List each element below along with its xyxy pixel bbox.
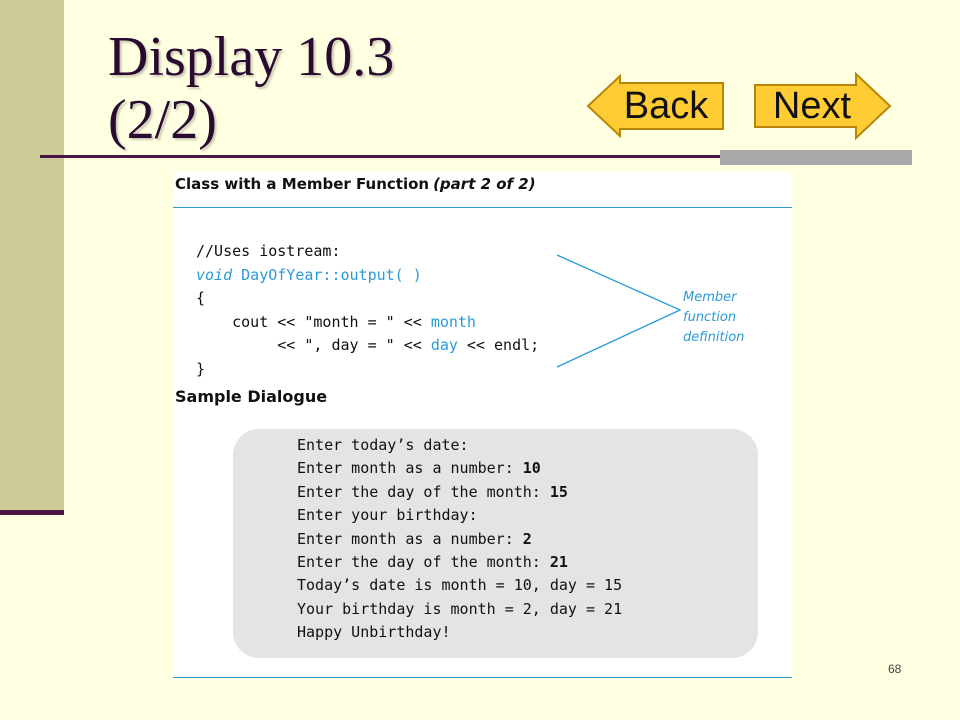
figure-caption-part: (part 2 of 2): [433, 175, 536, 193]
continuation-prefix: << ", day = " <<: [196, 336, 431, 354]
annotation-line2: definition: [683, 330, 745, 345]
back-button[interactable]: Back: [586, 74, 726, 138]
slide-title-line1: Display 10.3: [108, 26, 395, 88]
sample-dialogue: Enter today’s date: Enter month as a numb…: [297, 434, 622, 645]
cout-prefix: cout << "month = " <<: [196, 312, 431, 331]
dialogue-prompt: Enter the day of the month:: [297, 482, 550, 501]
left-accent-underline: [0, 510, 64, 515]
code-line-cout: cout << "month = " << month: [196, 311, 539, 335]
dialogue-line: Enter your birthday:: [297, 506, 478, 525]
back-button-label: Back: [623, 84, 709, 127]
code-line-open-brace: {: [196, 289, 206, 307]
dialogue-prompt: Enter the day of the month:: [297, 553, 550, 572]
endl-suffix: << endl;: [457, 336, 540, 354]
code-line-continuation: << ", day = " << day << endl;: [196, 334, 539, 358]
annotation-label: Member function definition: [683, 288, 792, 348]
dialogue-line: Today’s date is month = 10, day = 15: [297, 576, 623, 595]
slide-title: Display 10.3 (2/2): [108, 26, 394, 151]
code-line-header: void DayOfYear::output( ): [196, 264, 539, 288]
code-listing: //Uses iostream:void DayOfYear::output( …: [196, 240, 539, 381]
figure-caption-title: Class with a Member Function: [175, 175, 430, 193]
dialogue-line: Enter the day of the month: 21: [297, 551, 622, 574]
dialogue-line: Your birthday is month = 2, day = 21: [297, 599, 623, 618]
dialogue-line: Happy Unbirthday!: [297, 623, 451, 642]
figure-caption: Class with a Member Function(part 2 of 2…: [175, 175, 536, 193]
annotation-line1: Member function: [683, 290, 737, 325]
left-arrow-icon: [586, 74, 724, 138]
dialogue-box: [233, 429, 758, 658]
sample-dialogue-heading: Sample Dialogue: [175, 387, 328, 406]
day-variable: day: [430, 336, 458, 354]
dialogue-input: 15: [549, 482, 568, 501]
annotation-bracket: [556, 254, 682, 368]
right-arrow-icon: [754, 72, 892, 140]
dialogue-line: Enter today’s date:: [297, 436, 469, 454]
next-button[interactable]: Next: [752, 72, 892, 140]
figure-top-rule: [173, 207, 792, 208]
code-line-close-brace: }: [196, 359, 206, 378]
page-number: 68: [888, 662, 902, 676]
function-signature: DayOfYear::output( ): [232, 265, 422, 284]
left-accent-bar: [0, 0, 64, 512]
dialogue-input: 10: [522, 459, 541, 478]
slide-title-line2: (2/2): [108, 88, 217, 151]
figure-bottom-rule: [173, 677, 792, 678]
code-figure: Class with a Member Function(part 2 of 2…: [173, 172, 792, 678]
void-keyword: void: [196, 265, 233, 284]
dialogue-prompt: Enter month as a number:: [297, 529, 523, 548]
code-line-comment: //Uses iostream:: [196, 242, 341, 260]
month-variable: month: [430, 312, 476, 331]
next-button-label: Next: [772, 84, 852, 127]
title-rule: [40, 155, 912, 158]
dialogue-input: 21: [549, 553, 568, 572]
dialogue-line: Enter the day of the month: 15: [297, 481, 622, 504]
dialogue-prompt: Enter month as a number:: [297, 459, 523, 478]
dialogue-line: Enter month as a number: 2: [297, 528, 622, 551]
dialogue-input: 2: [522, 529, 532, 548]
dialogue-line: Enter month as a number: 10: [297, 457, 622, 480]
title-rule-accent: [720, 150, 912, 165]
